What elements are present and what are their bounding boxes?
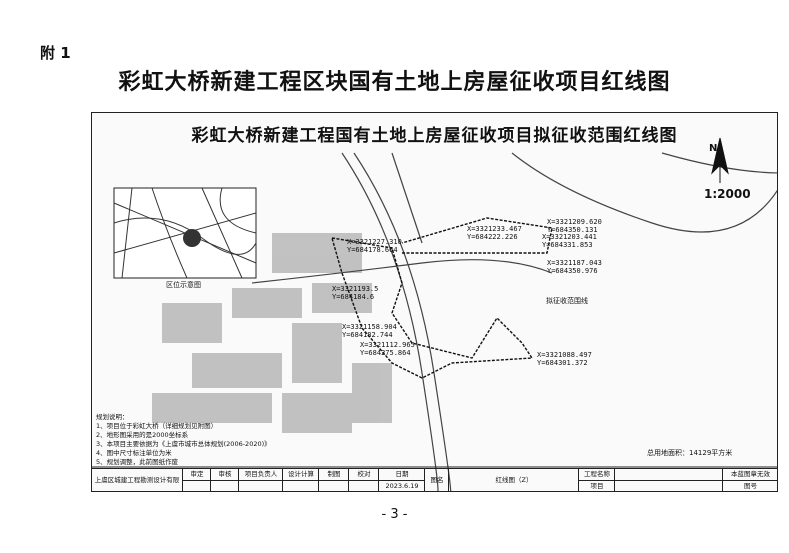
title-block-cell: 制图	[318, 469, 349, 491]
north-arrow	[711, 137, 729, 183]
title-block-cell: 本蓝图章无效图号	[722, 469, 777, 491]
note-line: 规划说明：	[96, 413, 129, 421]
title-block-cell: 项目负责人	[238, 469, 283, 491]
title-block-cell	[614, 469, 723, 491]
inset-label: 区位示意图	[166, 281, 201, 289]
note-line: 5、规划调整，此前图纸作废	[96, 458, 179, 466]
note-line: 2、地形图采用的是2000坐标系	[96, 431, 189, 439]
page-number: - 3 -	[381, 507, 408, 522]
main-roads	[251, 152, 777, 491]
title-block: 上虞区城建工程勘测设计有限公司 审定 审核 项目负责人 设计计算 制图 校对 日…	[92, 468, 777, 491]
title-block-cell: 校对	[348, 469, 379, 491]
note-line: 4、图中尺寸标注单位为米	[96, 449, 172, 457]
north-label: N	[709, 143, 718, 154]
annex-label: 附 1	[40, 44, 71, 62]
map-drawing	[92, 137, 777, 491]
expropriation-boundary	[331, 217, 553, 379]
title-block-cell: 工程名称项目	[578, 469, 615, 491]
date-value: 2023.6.19	[385, 482, 419, 490]
red-line-map: 彩虹大桥新建工程国有土地上房屋征收项目拟征收范围红线图 N 1:2000 区位示…	[91, 112, 778, 492]
title-block-cell: 审定	[182, 469, 211, 491]
urban-blocks	[152, 233, 392, 433]
map-title: 彩虹大桥新建工程国有土地上房屋征收项目拟征收范围红线图	[191, 126, 678, 146]
note-line: 1、项目位于彩虹大桥（详细规划见附图）	[96, 422, 218, 430]
company-name: 上虞区城建工程勘测设计有限公司	[94, 476, 180, 484]
inset-location-marker	[183, 229, 201, 247]
planning-notes: 规划说明： 1、项目位于彩虹大桥（详细规划见附图） 2、地形图采用的是2000坐…	[96, 413, 271, 467]
total-area: 总用地面积：14129平方米	[647, 449, 733, 457]
document-title: 彩虹大桥新建工程区块国有土地上房屋征收项目红线图	[118, 70, 671, 95]
boundary-label: 拟征收范围线	[546, 297, 588, 305]
title-block-cell: 设计计算	[282, 469, 319, 491]
title-block-cell: 审核	[210, 469, 239, 491]
title-block-cell: 图名	[424, 469, 449, 491]
note-line: 3、本项目主要依据为《上虞市城市总体规划(2006-2020)》	[96, 440, 271, 448]
title-block-cell: 红线图（Z）	[448, 469, 579, 491]
scale-label: 1:2000	[704, 187, 751, 201]
